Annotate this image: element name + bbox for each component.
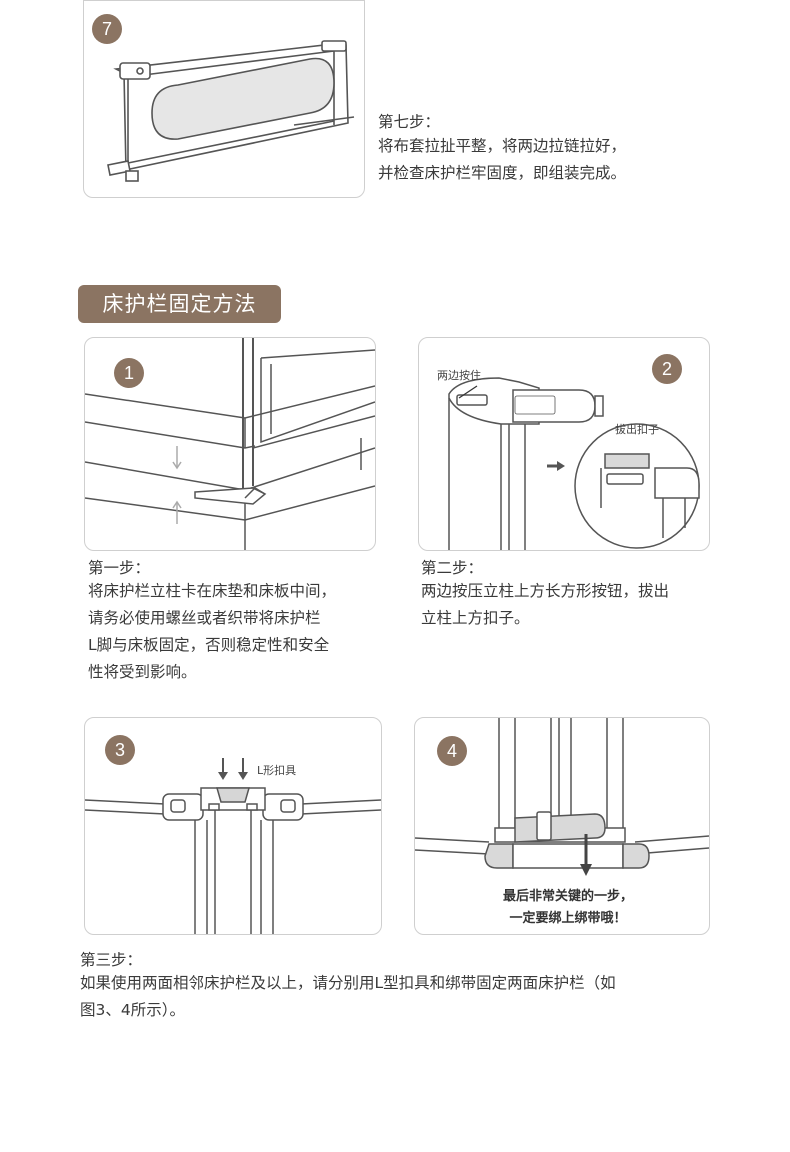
- step1-description: 将床护栏立柱卡在床垫和床板中间， 请务必使用螺丝或者织带将床护栏 L脚与床板固定…: [88, 578, 336, 686]
- text-line: 将布套拉扯平整，将两边拉链拉好，: [378, 137, 627, 155]
- l-buckle-connection-illustration: [85, 758, 381, 934]
- step7-illustration-panel: 7: [83, 0, 365, 198]
- text-line: 将床护栏立柱卡在床垫和床板中间，: [88, 582, 337, 600]
- press-buttons-pull-buckle-illustration: [448, 377, 700, 550]
- step2-description: 两边按压立柱上方长方形按钮，拔出 立柱上方扣子。: [421, 578, 669, 632]
- step1-title: 第一步：: [88, 559, 151, 577]
- step-number-badge: 4: [437, 736, 467, 766]
- text-line: 并检查床护栏牢固度，即组装完成。: [378, 164, 627, 182]
- text-line: 请务必使用螺丝或者织带将床护栏: [88, 609, 321, 627]
- rail-post-between-mattress-illustration: [85, 338, 375, 550]
- callout-line: 最后非常关键的一步，: [502, 889, 633, 904]
- step-number-badge: 2: [652, 354, 682, 384]
- step7-description: 将布套拉扯平整，将两边拉链拉好， 并检查床护栏牢固度，即组装完成。: [378, 133, 626, 187]
- step-number-badge: 1: [114, 358, 144, 388]
- step-number-badge: 3: [105, 735, 135, 765]
- step7-title: 第七步：: [378, 113, 441, 131]
- strap-binding-illustration: [415, 718, 709, 876]
- step-number-badge: 7: [92, 14, 122, 44]
- step2-illustration-panel: 2 两边按住 拔出扣子: [418, 337, 710, 551]
- bed-rail-assembled-illustration: [107, 40, 355, 182]
- section-title: 床护栏固定方法: [78, 285, 281, 323]
- pull-out-buckle-label: 拔出扣子: [615, 423, 659, 436]
- step3-description: 如果使用两面相邻床护栏及以上，请分别用L型扣具和绑带固定两面床护栏（如 图3、4…: [80, 970, 730, 1024]
- text-line: L脚与床板固定，否则稳定性和安全: [88, 636, 330, 654]
- step1-illustration-panel: 1: [84, 337, 376, 551]
- text-line: 性将受到影响。: [88, 663, 197, 681]
- text-line: 图3、4所示）。: [80, 1001, 185, 1019]
- step3-illustration-panel: 3 L形扣具: [84, 717, 382, 935]
- step3-title: 第三步：: [80, 951, 143, 969]
- step2-title: 第二步：: [421, 559, 484, 577]
- l-buckle-label: L形扣具: [257, 764, 297, 777]
- text-line: 立柱上方扣子。: [421, 609, 530, 627]
- press-both-sides-label: 两边按住: [437, 369, 481, 382]
- callout-line: 一定要绑上绑带哦！: [509, 911, 627, 926]
- step4-illustration-panel: 4 最后非常关键的一步， 一定要绑上绑带哦！: [414, 717, 710, 935]
- text-line: 两边按压立柱上方长方形按钮，拔出: [421, 582, 670, 600]
- text-line: 如果使用两面相邻床护栏及以上，请分别用L型扣具和绑带固定两面床护栏（如: [80, 974, 616, 992]
- strap-reminder-callout: 最后非常关键的一步， 一定要绑上绑带哦！: [493, 886, 643, 930]
